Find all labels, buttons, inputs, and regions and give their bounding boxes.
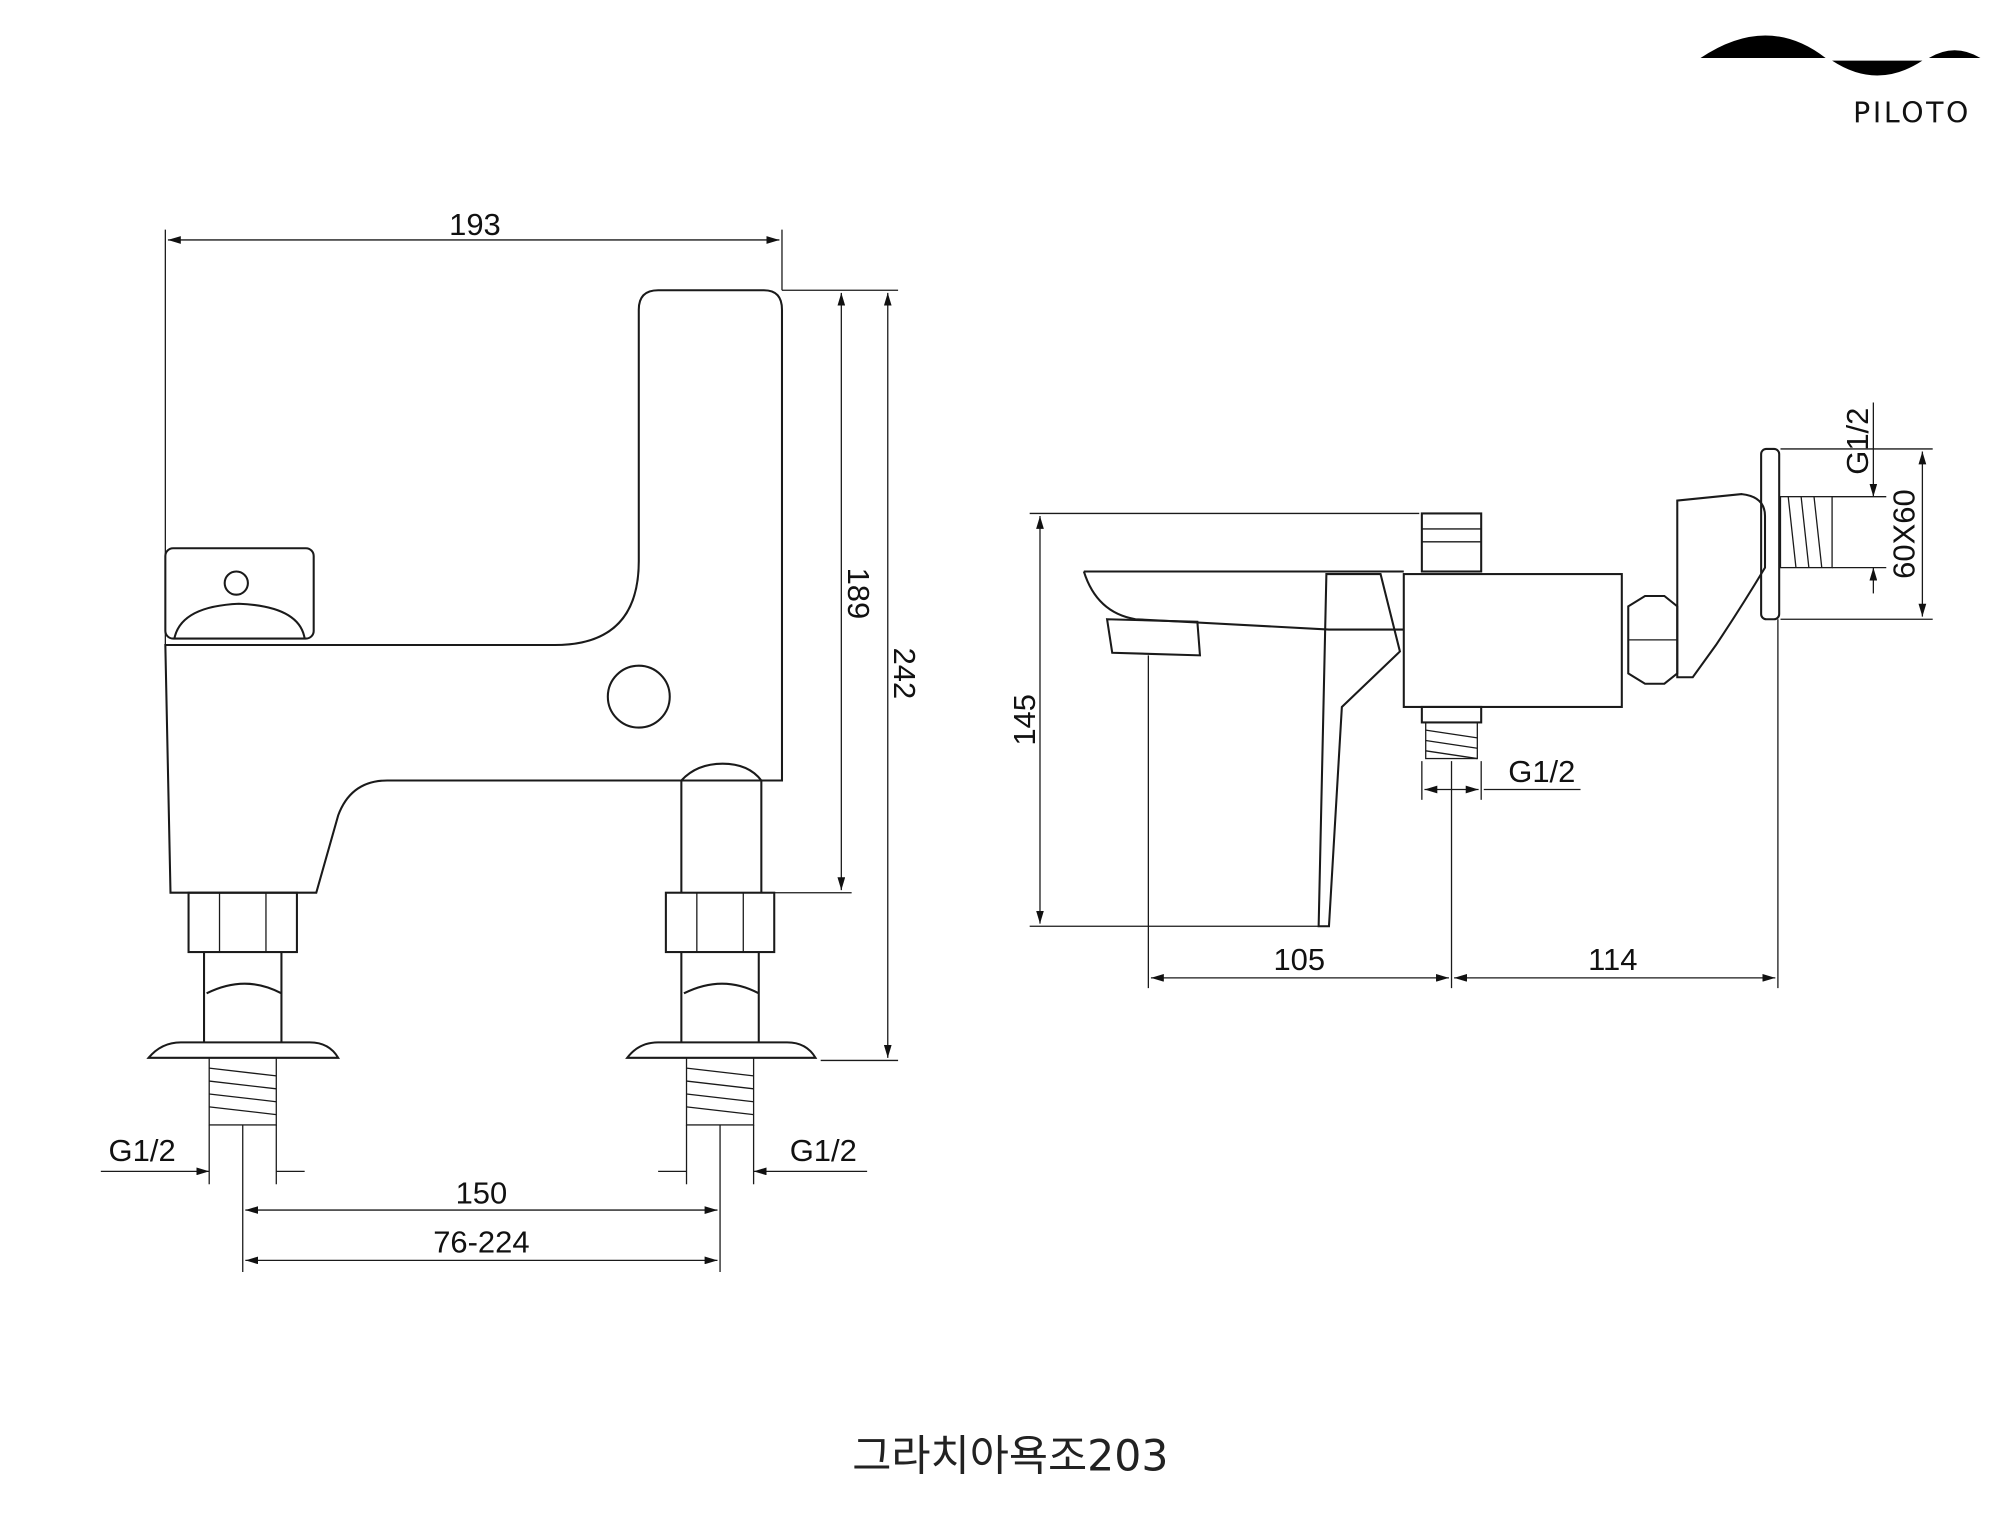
dim-height: 145 <box>1007 694 1042 746</box>
dim-height-body: 189 <box>841 568 876 620</box>
right-post <box>680 762 763 893</box>
dim-thread-top: G1/2 <box>1840 408 1875 475</box>
dim-thread-right: G1/2 <box>790 1133 857 1168</box>
bottom-thread <box>1425 721 1478 760</box>
wall-thread <box>1779 496 1833 569</box>
diverter-knob <box>606 664 671 729</box>
dim-spout-reach: 105 <box>1273 942 1325 977</box>
right-nut <box>664 891 776 954</box>
left-nut <box>187 891 298 954</box>
wall-flange <box>1760 447 1781 621</box>
eccentric <box>1676 493 1767 679</box>
dim-center-distance: 150 <box>456 1176 508 1211</box>
left-flange <box>146 1041 341 1059</box>
right-thread <box>685 1057 755 1126</box>
faucet-body <box>164 289 784 894</box>
lever <box>1317 573 1402 928</box>
right-flange <box>625 1041 818 1059</box>
dim-flange-size: 60X60 <box>1887 489 1922 579</box>
body <box>1402 573 1623 708</box>
handle-hole <box>223 570 249 596</box>
piloto-logo: PILOTO <box>1700 35 1981 130</box>
dim-height-total: 242 <box>887 648 922 700</box>
left-thread <box>208 1057 277 1126</box>
diverter-top <box>1420 512 1483 573</box>
dim-wall-offset: 114 <box>1588 942 1637 977</box>
brand-name: PILOTO <box>1853 97 1971 130</box>
dim-center-range: 76-224 <box>433 1225 529 1260</box>
dim-width: 193 <box>449 207 501 242</box>
product-title: 그라치아욕조203 <box>852 1432 1168 1482</box>
dim-thread-bottom: G1/2 <box>1508 754 1575 789</box>
front-view: 193 189 242 G1/2 G1/2 150 76-224 <box>100 207 922 1272</box>
dim-thread-left: G1/2 <box>109 1133 176 1168</box>
spout-nozzle <box>1105 618 1202 657</box>
side-view: 145 60X60 G1/2 G1/2 105 114 <box>1007 402 1933 989</box>
